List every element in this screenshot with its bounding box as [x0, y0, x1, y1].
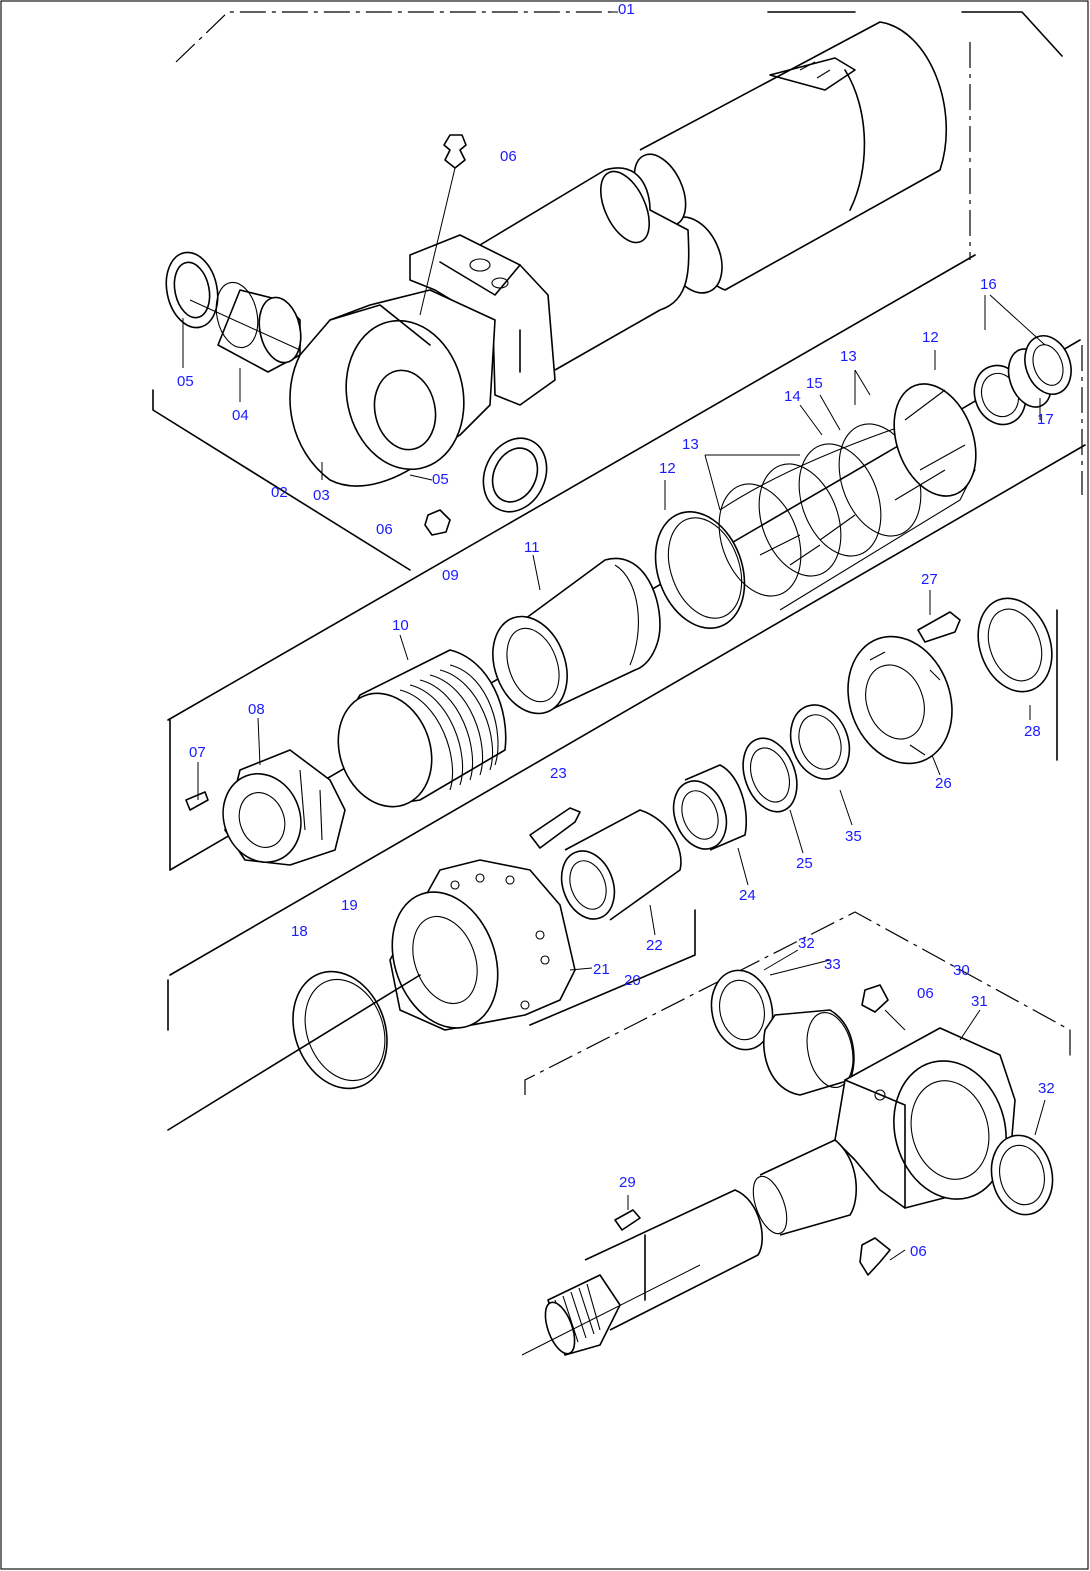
seal-ring-right: [482, 437, 548, 513]
ring-28: [977, 597, 1053, 693]
callout-16: 16: [980, 276, 997, 293]
callout-35: 35: [845, 828, 862, 845]
grease-nipple-rod-lower-icon: [859, 1237, 891, 1276]
seal-ring-left: [165, 251, 219, 329]
ring-35: [789, 704, 851, 780]
key-29-icon: [614, 1209, 641, 1231]
bracket-20: [529, 909, 696, 1026]
divider-line-1: [167, 254, 976, 721]
callout-leaders: [182, 11, 1046, 1261]
callout-01: 01: [618, 1, 635, 18]
callout-21: 21: [593, 961, 610, 978]
callout-06: 06: [376, 521, 393, 538]
grease-nipple-rod-upper-icon: [861, 984, 889, 1013]
bushing-22: [560, 809, 682, 921]
callout-26: 26: [935, 775, 952, 792]
ring-25: [742, 737, 798, 813]
callout-13: 13: [682, 436, 699, 453]
callout-33: 33: [824, 956, 841, 973]
callout-32: 32: [1038, 1080, 1055, 1097]
callout-13: 13: [840, 348, 857, 365]
callout-11: 11: [524, 539, 540, 556]
callout-18: 18: [291, 923, 308, 940]
callout-12: 12: [922, 329, 939, 346]
divider-line-3: [169, 444, 1086, 976]
callout-08: 08: [248, 701, 265, 718]
bushing-24: [672, 764, 748, 851]
grease-nipple-top-icon: [419, 134, 467, 316]
assembly-01-bracket: [175, 11, 1083, 495]
callout-23: 23: [550, 765, 567, 782]
guide-head-21: [389, 859, 576, 1031]
callout-31: 31: [971, 993, 988, 1010]
piston-rod: [521, 1139, 858, 1356]
callout-12: 12: [659, 460, 676, 477]
set-screw-icon: [185, 791, 209, 811]
callout-19: 19: [341, 897, 358, 914]
callout-22: 22: [646, 937, 663, 954]
callout-15: 15: [806, 375, 823, 392]
rod-eye-31: [834, 1027, 1016, 1209]
callout-labels: 01 06 05 04 02 03 05 06 09 16 12 13 15 1…: [177, 1, 1055, 1260]
callout-32: 32: [798, 935, 815, 952]
bolt-23-icon: [529, 807, 581, 849]
piston-seal-group: [654, 335, 1072, 629]
bracket-02: [152, 389, 411, 571]
bushing-33: [763, 1009, 855, 1096]
callout-07: 07: [189, 744, 206, 761]
bolt-27-icon: [917, 611, 961, 643]
bracket-30: [524, 911, 1071, 1095]
callout-05: 05: [432, 471, 449, 488]
callout-10: 10: [392, 617, 409, 634]
callout-17: 17: [1037, 411, 1054, 428]
callout-20: 20: [624, 972, 641, 989]
callout-09: 09: [442, 567, 459, 584]
callout-29: 29: [619, 1174, 636, 1191]
callout-06: 06: [500, 148, 517, 165]
leader-axis-18: [167, 974, 421, 1131]
ring-18: [292, 970, 388, 1090]
piston: [492, 557, 661, 715]
callout-28: 28: [1024, 723, 1041, 740]
grease-nipple-lower-icon: [424, 509, 451, 536]
piston-nut: [337, 649, 507, 808]
cylinder-tube: [289, 21, 948, 487]
callout-03: 03: [313, 487, 330, 504]
lock-nut: [222, 749, 346, 866]
callout-06: 06: [917, 985, 934, 1002]
callout-27: 27: [921, 571, 938, 588]
seal-32-right: [990, 1134, 1054, 1216]
callout-30: 30: [953, 962, 970, 979]
callout-02: 02: [271, 484, 288, 501]
callout-14: 14: [784, 388, 801, 405]
callout-06: 06: [910, 1243, 927, 1260]
bushing-left: [189, 281, 302, 373]
callout-04: 04: [232, 407, 249, 424]
callout-05: 05: [177, 373, 194, 390]
flange-26: [847, 635, 953, 765]
seal-32-left: [710, 969, 774, 1051]
callout-24: 24: [739, 887, 756, 904]
callout-25: 25: [796, 855, 813, 872]
